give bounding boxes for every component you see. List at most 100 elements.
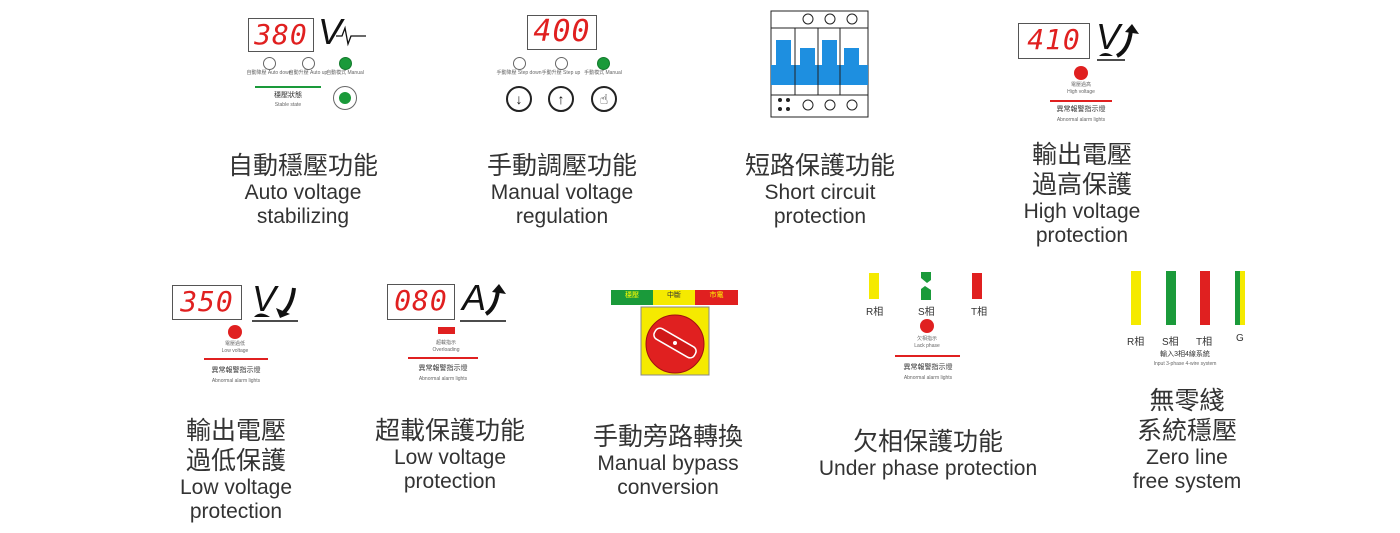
led-manual [339,57,352,70]
feature-title-en: Low voltage [179,476,293,499]
alarm-label: 異常報警指示燈 [211,367,261,374]
divider [895,355,960,357]
circuit-breaker-icon [770,10,869,118]
hand-pointer-button: ☝ [591,86,617,112]
feature-title-zh: 超載保護功能 [374,416,526,445]
alarm-indicator [228,325,242,339]
status-label: 穩壓狀態 [274,92,302,99]
indicator-label: 電壓過低 [224,341,245,347]
amp-unit: A [462,277,487,318]
feature-title-en: free system [1132,470,1242,493]
led-label: 自動升壓 Auto up [288,70,328,76]
indicator-label-en: Low voltage [221,348,249,354]
feature-title-en: protection [1035,224,1129,247]
feature-title-zh: 輸出電壓 [1031,140,1132,169]
status-label-en: Stable state [274,102,302,108]
feature-title-zh: 輸出電壓 [185,416,287,445]
voltage-up-arrow-icon [1097,24,1139,61]
alarm-indicator [1074,66,1088,80]
overload-indicator [438,327,455,334]
feature-title-en: protection [773,205,867,228]
led-label: 自動降壓 Auto down [246,70,292,76]
phase-label: T相 [971,307,988,318]
feature-title-zh: 手動調壓功能 [486,151,638,180]
phase-label: G [1236,333,1244,344]
system-label: 輸入3相4線系統 [1160,351,1210,358]
led-auto-down [263,57,276,70]
led-label: 手動模式 Manual [584,70,622,76]
system-label-en: Input 3-phase 4-wire system [1153,361,1217,367]
indicator-label: 超載指示 [435,340,456,346]
feature-title-en: Short circuit [764,181,876,204]
feature-title-en: High voltage [1023,200,1141,223]
feature-title-zh: 手動旁路轉換 [592,422,744,451]
feature-title-zh: 過低保護 [185,446,287,475]
phase-s-broken-wire [921,272,931,300]
divider [204,358,268,360]
alarm-label: 異常報警指示燈 [1056,106,1106,113]
up-arrow-button: ↑ [548,86,574,112]
divider [408,357,478,359]
phase-label: T相 [1196,337,1213,348]
feature-title-en: Manual bypass [597,452,739,475]
phase-label: R相 [1127,337,1145,348]
phase-label: R相 [866,307,884,318]
feature-title-en: Low voltage [393,446,507,469]
mode-button [333,86,357,110]
led-label: 自動模式 Manual [326,70,364,76]
feature-title-en: protection [403,470,497,493]
feature-title-en: Auto voltage [244,181,362,204]
indicator-label-en: Overloading [432,347,460,353]
volt-unit: V [318,11,343,52]
alarm-label-en: Abnormal alarm lights [418,376,468,382]
rotary-switch-icon [640,306,710,376]
divider [255,86,321,88]
feature-title-zh: 自動穩壓功能 [227,151,379,180]
switch-label-off: 中斷 [653,290,695,305]
down-arrow-button: ↓ [506,86,532,112]
phase-r-wire [869,273,879,299]
current-display: 080 [387,284,455,320]
feature-title-en: conversion [617,476,719,499]
led-step-up [555,57,568,70]
phase-s-wire [1166,271,1176,325]
feature-title-zh: 系統穩壓 [1136,416,1237,445]
volt-unit: V [252,278,277,319]
feature-title-zh: 短路保護功能 [744,151,896,180]
led-label: 手動升壓 Step up [541,70,581,76]
current-up-arrow-icon [460,284,506,322]
voltage-display: 350 [172,285,242,320]
indicator-label: 電壓過高 [1070,82,1091,88]
alarm-label: 異常報警指示燈 [903,364,953,371]
feature-title-zh: 過高保護 [1031,170,1132,199]
phase-label: S相 [918,307,935,318]
pulse-wave-icon [336,25,366,47]
divider [1050,100,1112,102]
alarm-label: 異常報警指示燈 [418,365,468,372]
phase-t-wire [1200,271,1210,325]
feature-title-en: protection [189,500,283,523]
feature-title-en: regulation [515,205,609,228]
feature-title-zh: 欠相保護功能 [852,427,1003,456]
alarm-label-en: Abnormal alarm lights [903,375,953,381]
switch-label-stabilize: 穩壓 [611,290,653,305]
led-step-down [513,57,526,70]
voltage-display: 400 [527,15,597,50]
indicator-label-en: Lack phase [914,343,940,349]
indicator-label: 欠相指示 [916,336,937,342]
alarm-label-en: Abnormal alarm lights [1056,117,1106,123]
switch-label-mains: 市電 [695,290,738,305]
voltage-down-arrow-icon [252,287,298,322]
led-label: 手動降壓 Step down [496,70,542,76]
feature-title-en: stabilizing [256,205,350,228]
alarm-indicator [920,319,934,333]
alarm-label-en: Abnormal alarm lights [211,378,261,384]
phase-t-wire [972,273,982,299]
feature-title-en: Zero line [1146,446,1228,469]
voltage-display: 380 [248,18,314,52]
voltage-display: 410 [1018,23,1090,59]
volt-unit: V [1096,16,1121,57]
feature-title-en: Under phase protection [818,457,1038,480]
feature-title-zh: 無零綫 [1149,386,1225,415]
